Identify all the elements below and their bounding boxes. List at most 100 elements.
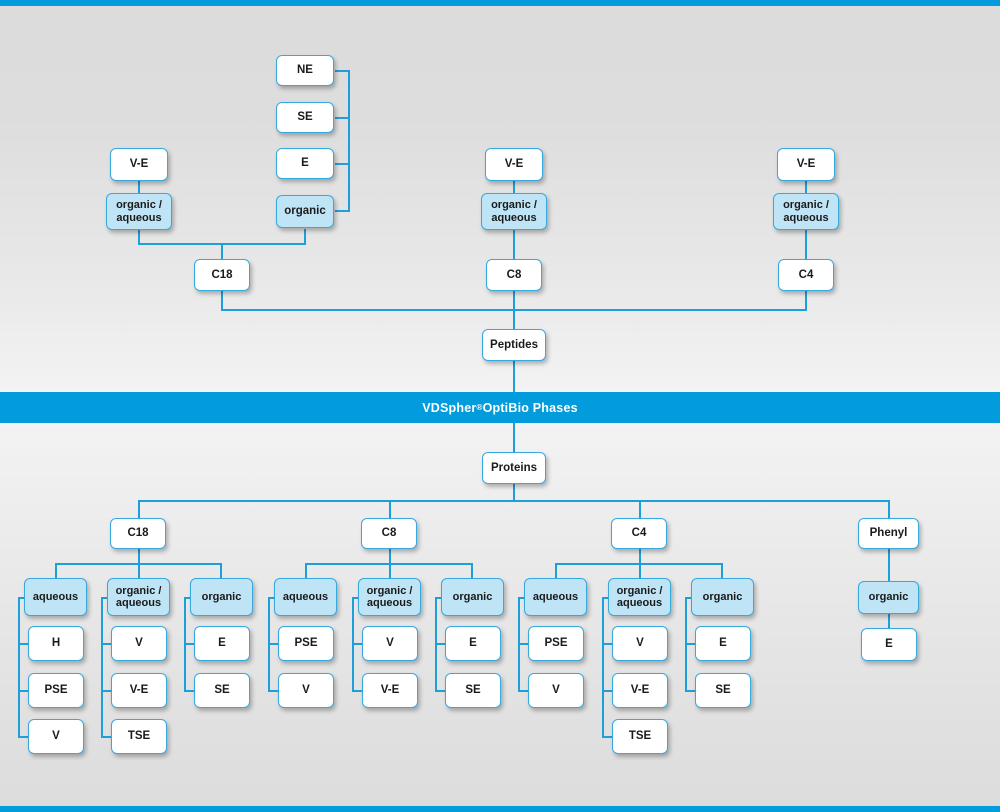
- node-c18-org-e[interactable]: E: [194, 626, 250, 661]
- node-c18-aqueous-v[interactable]: V: [28, 719, 84, 754]
- node-c4-aqueous-pse[interactable]: PSE: [528, 626, 584, 661]
- connector-organic-to-bracket: [335, 210, 350, 212]
- node-c18-org-se[interactable]: SE: [194, 673, 250, 708]
- connector-c18-aqueous-item-1: [18, 643, 32, 645]
- node-c8-organic-aqueous[interactable]: organic / aqueous: [358, 578, 421, 616]
- connector-c4-to-aqueous: [555, 563, 557, 578]
- connector-c18-down-groups: [138, 549, 140, 564]
- node-c4-orgaq-ve[interactable]: V-E: [612, 673, 668, 708]
- node-c4-organic[interactable]: organic: [691, 578, 754, 616]
- node-c18-organic-aqueous[interactable]: organic / aqueous: [107, 578, 170, 616]
- node-c18-aqueous-pse[interactable]: PSE: [28, 673, 84, 708]
- node-c8-aqueous-pse[interactable]: PSE: [278, 626, 334, 661]
- node-c4-orgaq-tse[interactable]: TSE: [612, 719, 668, 754]
- connector-c4-group-bus: [555, 563, 722, 565]
- connector-ne-to-bracket: [335, 70, 350, 72]
- node-c18-peptides[interactable]: C18: [194, 259, 250, 291]
- connector-c8-to-organic: [471, 563, 473, 578]
- node-c18-orgaq-tse[interactable]: TSE: [111, 719, 167, 754]
- node-organic-aqueous-c8[interactable]: organic / aqueous: [481, 193, 547, 230]
- connector-ve-to-organic-aqueous-c8: [513, 180, 515, 194]
- node-c18-aqueous[interactable]: aqueous: [24, 578, 87, 616]
- node-organic-aqueous-c4[interactable]: organic / aqueous: [773, 193, 839, 230]
- connector-c4-orgaq-item-2: [602, 690, 616, 692]
- node-ve-c8[interactable]: V-E: [485, 148, 543, 181]
- connector-c8-group-bus: [305, 563, 472, 565]
- connector-c4-down-groups: [639, 549, 641, 564]
- connector-bus-to-phenyl: [888, 500, 890, 518]
- node-c4-proteins[interactable]: C4: [611, 518, 667, 549]
- connector-bus-to-c4: [639, 500, 641, 518]
- node-c8-org-e[interactable]: E: [445, 626, 501, 661]
- connector-proteins-down: [513, 484, 515, 501]
- node-se[interactable]: SE: [276, 102, 334, 133]
- connector-c18-org-item-1: [184, 643, 198, 645]
- node-e-top[interactable]: E: [276, 148, 334, 179]
- connector-c8-down-groups: [389, 549, 391, 564]
- node-c18-organic[interactable]: organic: [190, 578, 253, 616]
- node-ne[interactable]: NE: [276, 55, 334, 86]
- connector-e-to-bracket: [335, 163, 350, 165]
- connector-c4-orgaq-item-3: [602, 736, 616, 738]
- node-c4-aqueous[interactable]: aqueous: [524, 578, 587, 616]
- connector-c18-to-organic-aqueous: [138, 563, 140, 578]
- node-c8-proteins[interactable]: C8: [361, 518, 417, 549]
- node-c8-aqueous[interactable]: aqueous: [274, 578, 337, 616]
- bracket-c18-organic-aqueous: [101, 597, 103, 737]
- connector-phenyl-to-organic: [888, 549, 890, 581]
- node-c4-peptides[interactable]: C4: [778, 259, 834, 291]
- connector-c4-aqueous-item-1: [518, 643, 532, 645]
- connector-c4-org-item-2: [685, 690, 699, 692]
- connector-c8-aqueous-item-1: [268, 643, 282, 645]
- node-c8-org-se[interactable]: SE: [445, 673, 501, 708]
- connector-c8-to-aqueous: [305, 563, 307, 578]
- connector-c8-to-peptides: [513, 290, 515, 330]
- node-c8-orgaq-ve[interactable]: V-E: [362, 673, 418, 708]
- node-organic-aqueous-c18[interactable]: organic / aqueous: [106, 193, 172, 230]
- node-phenyl-organic[interactable]: organic: [858, 581, 919, 614]
- node-c18-aqueous-h[interactable]: H: [28, 626, 84, 661]
- connector-c8-org-item-2: [435, 690, 449, 692]
- connector-c18-orgaq-item-1: [101, 643, 115, 645]
- node-c18-orgaq-ve[interactable]: V-E: [111, 673, 167, 708]
- node-c8-aqueous-v[interactable]: V: [278, 673, 334, 708]
- node-c8-peptides[interactable]: C8: [486, 259, 542, 291]
- node-c18-proteins[interactable]: C18: [110, 518, 166, 549]
- node-peptides[interactable]: Peptides: [482, 329, 546, 361]
- connector-organic-aqueous-c8-to-c8: [513, 229, 515, 260]
- connector-peptides-to-banner: [513, 360, 515, 394]
- connector-ve-to-organic-aqueous-c4: [805, 180, 807, 194]
- connector-bus-to-c8: [389, 500, 391, 518]
- connector-c8-org-item-1: [435, 643, 449, 645]
- node-ve-c18[interactable]: V-E: [110, 148, 168, 181]
- node-ve-c4[interactable]: V-E: [777, 148, 835, 181]
- node-c8-organic[interactable]: organic: [441, 578, 504, 616]
- node-c18-orgaq-v[interactable]: V: [111, 626, 167, 661]
- bracket-c18-aqueous: [18, 597, 20, 737]
- banner-rest: OptiBio Phases: [482, 400, 578, 415]
- node-c4-org-se[interactable]: SE: [695, 673, 751, 708]
- connector-c18-orgaq-item-2: [101, 690, 115, 692]
- bracket-c4-organic-aqueous: [602, 597, 604, 737]
- connector-c18-to-aqueous: [55, 563, 57, 578]
- node-phenyl[interactable]: Phenyl: [858, 518, 919, 549]
- connector-c18-to-organic: [220, 563, 222, 578]
- connector-join-to-c18: [221, 243, 223, 260]
- node-c4-aqueous-v[interactable]: V: [528, 673, 584, 708]
- node-phenyl-organic-e[interactable]: E: [861, 628, 917, 661]
- node-proteins[interactable]: Proteins: [482, 452, 546, 484]
- node-c4-orgaq-v[interactable]: V: [612, 626, 668, 661]
- node-c4-organic-aqueous[interactable]: organic / aqueous: [608, 578, 671, 616]
- connector-proteins-bus: [138, 500, 890, 502]
- connector-c4-to-organic: [721, 563, 723, 578]
- connector-c18-aqueous-item-3: [18, 736, 32, 738]
- node-c4-org-e[interactable]: E: [695, 626, 751, 661]
- bracket-vertical-top-organic: [348, 70, 350, 212]
- connector-c8-orgaq-item-1: [352, 643, 366, 645]
- connector-c8-aqueous-item-2: [268, 690, 282, 692]
- node-organic-top[interactable]: organic: [276, 195, 334, 228]
- connector-phenyl-organic-to-e: [888, 614, 890, 629]
- connector-c4-down-peptides: [805, 290, 807, 310]
- node-c8-orgaq-v[interactable]: V: [362, 626, 418, 661]
